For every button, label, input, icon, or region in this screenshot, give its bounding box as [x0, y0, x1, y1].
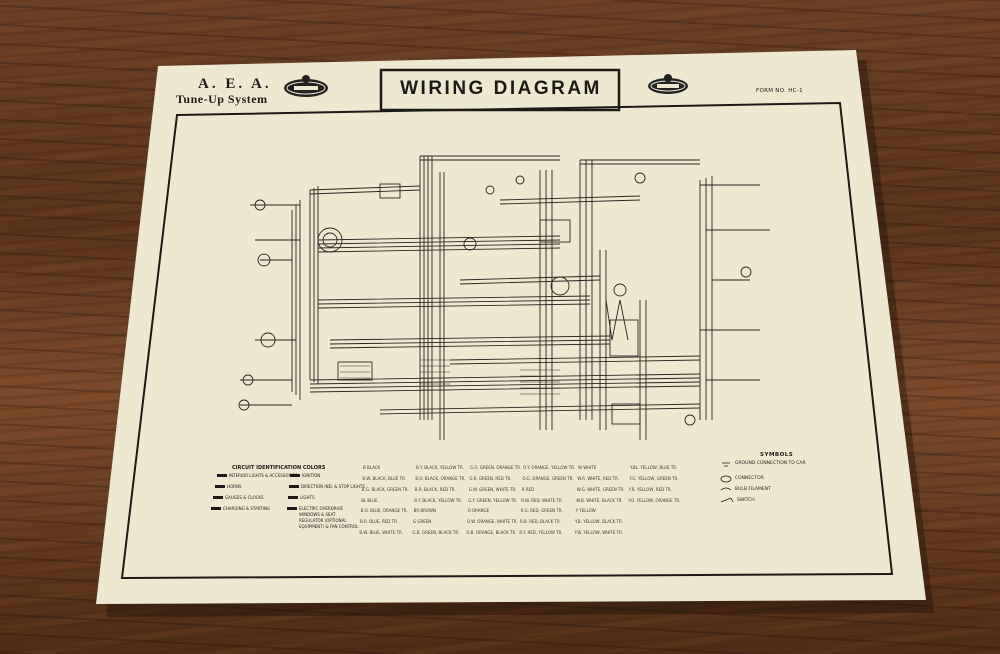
- color-code-entry: B.Y. BLACK, YELLOW TR.: [416, 465, 464, 470]
- color-code-entry: R.G. RED, GREEN TR.: [520, 508, 563, 513]
- color-code-entry: B.R. BLUE, RED TR.: [360, 519, 398, 524]
- color-code-entry: G GREEN: [413, 519, 432, 524]
- aea-logo-left-icon: [284, 75, 328, 97]
- brand-title: A. E. A.: [198, 76, 272, 92]
- color-code-entry: G.O. GREEN, ORANGE TR.: [470, 465, 522, 470]
- wiring-schematic: [238, 155, 770, 440]
- circuit-id-item: CHARGING & STARTING: [223, 506, 270, 511]
- circuit-id-item: LIGHTS: [300, 495, 315, 500]
- circuit-id-title: CIRCUIT IDENTIFICATION COLORS: [232, 465, 326, 471]
- form-number: FORM NO. HC-1: [756, 88, 803, 94]
- circuit-color-swatches: [211, 474, 300, 510]
- color-code-entry: R.Y. RED, YELLOW TR.: [519, 530, 563, 535]
- color-code-entry: B.W. BLUE, WHITE TR.: [359, 530, 403, 535]
- color-code-entry: BR BROWN: [413, 508, 437, 513]
- symbol-switch: SWITCH: [737, 498, 755, 503]
- color-code-entry: B.G. BLACK, GREEN TR.: [361, 487, 409, 492]
- circuit-id-item: GAUGES & CLOCKS: [225, 495, 264, 500]
- color-code-entry: Y.R. YELLOW, RED TR.: [628, 487, 672, 492]
- page-title: WIRING DIAGRAM: [400, 78, 602, 99]
- circuit-id-item: ELECTRIC OVERDRIVE WINDOWS & SEAT REGULA…: [299, 506, 359, 529]
- symbol-connector: CONNECTOR: [735, 476, 764, 481]
- color-code-entry: W.G. WHITE, GREEN TR.: [576, 487, 625, 492]
- color-code-entry: O.W. ORANGE, WHITE TR.: [467, 519, 518, 524]
- symbol-ground: GROUND CONNECTION TO CAR: [735, 461, 806, 466]
- color-code-entry: B.R. BLACK, RED TR.: [414, 487, 456, 492]
- color-code-entry: Y YELLOW: [575, 508, 596, 513]
- color-code-entry: R.W. RED, WHITE TR.: [521, 498, 563, 503]
- color-code-entry: O.G. ORANGE, GREEN TR.: [522, 476, 574, 481]
- color-code-entry: Y.G. YELLOW, GREEN TR.: [629, 476, 679, 481]
- circuit-id-item: IGNITION: [302, 473, 321, 478]
- color-code-entry: O.Y. ORANGE, YELLOW TR.: [523, 465, 576, 470]
- color-code-entry: G.W. GREEN, WHITE TR.: [468, 487, 517, 492]
- color-code-entry: W.R. WHITE, RED TR.: [577, 476, 620, 481]
- color-code-entry: G.Y. GREEN, YELLOW TR.: [468, 498, 518, 503]
- aea-logo-right-icon: [648, 74, 688, 94]
- color-code-entry: W.B. WHITE, BLACK TR.: [576, 498, 623, 503]
- color-code-entry: Y.O. YELLOW, ORANGE TR.: [628, 498, 681, 503]
- color-code-entry: BL BLUE: [361, 498, 378, 503]
- symbols-title: SYMBOLS: [760, 452, 794, 458]
- color-code-entry: G.B. GREEN, BLACK TR.: [412, 530, 460, 535]
- color-code-entry: W WHITE: [578, 465, 597, 470]
- color-code-entry: R.B. RED, BLACK TR.: [520, 519, 561, 524]
- color-code-entry: Y.BL. YELLOW, BLUE TR.: [630, 465, 678, 470]
- color-code-entry: B BLACK: [363, 465, 381, 470]
- color-code-entry: Y.B. YELLOW, BLACK TR.: [575, 519, 623, 524]
- symbol-icons: [720, 462, 734, 503]
- brand-subtitle: Tune-Up System: [176, 92, 268, 106]
- color-code-entry: B.W. BLACK, BLUE TR.: [362, 476, 406, 481]
- circuit-id-item: INTERIOR LIGHTS & ACCESSORIES: [229, 473, 298, 478]
- color-code-entry: O ORANGE: [467, 508, 490, 513]
- color-code-entry: Y.W. YELLOW, WHITE TR.: [574, 530, 624, 535]
- color-code-entry: B.Y. BLACK, YELLOW TR.: [414, 498, 463, 503]
- symbol-bulb: BULB FILAMENT: [735, 487, 771, 492]
- color-code-entry: O.B. ORANGE, BLACK TR.: [466, 530, 517, 535]
- diagram-frame: [120, 101, 894, 580]
- circuit-id-item: DIRECTION IND. & STOP LIGHTS: [301, 484, 365, 489]
- color-code-entry: B.O. BLACK, ORANGE TR.: [415, 476, 466, 481]
- color-code-entry: G.R. GREEN, RED TR.: [469, 476, 512, 481]
- circuit-id-item: HORNS: [227, 484, 242, 489]
- color-code-entry: B.O. BLUE, ORANGE TR.: [360, 508, 408, 513]
- harness-hatching: [340, 359, 560, 395]
- color-code-entry: R RED: [521, 487, 535, 492]
